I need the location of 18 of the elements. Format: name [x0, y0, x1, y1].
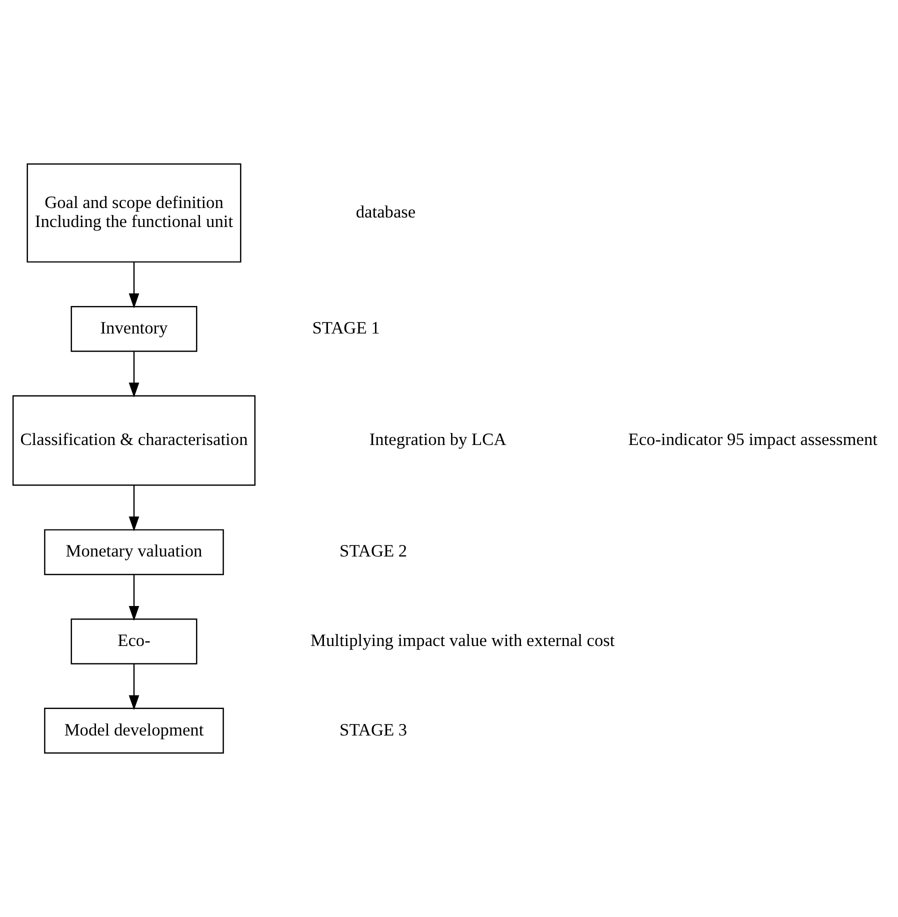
arrow	[128, 262, 140, 308]
arrow	[128, 485, 140, 532]
label: Multiplying impact value with external cost	[310, 631, 615, 650]
node-box: Classification & characterisation	[12, 395, 256, 486]
label: STAGE 3	[340, 720, 408, 740]
node-box: Model development	[44, 708, 224, 754]
label: database	[356, 202, 416, 222]
node-box: Monetary valuation	[44, 529, 224, 576]
node-box: Eco-	[70, 618, 198, 664]
label: Eco-indicator 95 impact assessment	[628, 430, 878, 450]
node-box: Inventory	[70, 306, 198, 352]
label: Integration by LCA	[369, 430, 506, 450]
node-box: Goal and scope definition Including the functional unit	[26, 163, 242, 263]
arrow	[128, 574, 140, 621]
label: STAGE 1	[312, 318, 380, 338]
arrow	[128, 352, 140, 398]
arrow	[128, 664, 140, 710]
label: STAGE 2	[340, 542, 408, 561]
